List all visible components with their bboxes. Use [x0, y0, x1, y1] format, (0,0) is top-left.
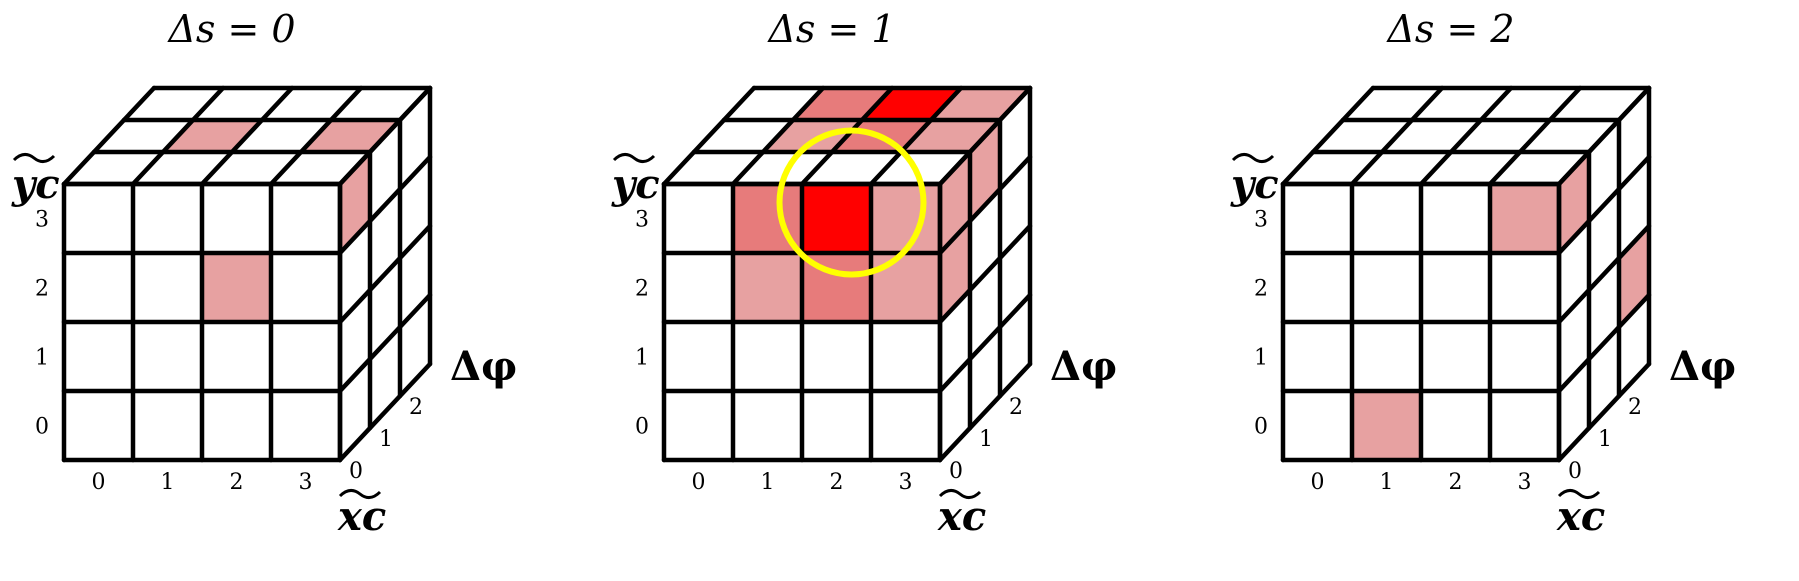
top-grid-line	[1280, 85, 1376, 187]
x-tick-label: 0	[1311, 470, 1325, 495]
phi-tick-label: 2	[409, 395, 423, 420]
x-axis-tilde	[338, 489, 382, 499]
x-tick-label: 0	[692, 470, 706, 495]
x-axis-tilde	[1557, 489, 1601, 499]
x-tick-label: 2	[1449, 470, 1463, 495]
top-grid-line	[268, 85, 364, 187]
x-tick-label: 3	[299, 470, 313, 495]
phi-axis-label: Δφ	[450, 343, 517, 390]
front-cell-highlight	[202, 253, 271, 322]
right-grid-line	[937, 85, 1033, 187]
y-axis-label: yc	[11, 161, 60, 208]
y-tick-label: 3	[1254, 208, 1268, 233]
x-tick-label: 3	[899, 470, 913, 495]
top-grid-line	[661, 85, 757, 187]
y-tick-label: 0	[35, 415, 49, 440]
phi-tick-label: 0	[349, 459, 363, 484]
front-cell-highlight	[802, 184, 871, 253]
y-tick-label: 3	[635, 208, 649, 233]
phi-tick-label: 1	[979, 427, 993, 452]
phi-tick-label: 0	[949, 459, 963, 484]
y-axis-label: yc	[611, 161, 660, 208]
right-grid-line	[1556, 154, 1652, 256]
y-tick-label: 0	[635, 415, 649, 440]
front-cell-highlight	[733, 253, 802, 322]
top-grid-line	[1487, 85, 1583, 187]
top-grid-line	[199, 85, 295, 187]
x-axis-label: xc	[1556, 493, 1605, 540]
top-grid-line	[730, 85, 826, 187]
highlight-circle	[776, 127, 927, 278]
right-grid-line	[937, 361, 1033, 463]
x-axis-tilde	[938, 489, 982, 499]
front-cell-highlight	[1490, 184, 1559, 253]
phi-tick-label: 2	[1009, 395, 1023, 420]
right-grid-line	[937, 154, 1033, 256]
phi-tick-label: 0	[1568, 459, 1582, 484]
y-tick-label: 1	[1254, 346, 1268, 371]
right-grid-line	[337, 85, 433, 187]
right-grid-line	[1556, 361, 1652, 463]
x-tick-label: 0	[92, 470, 106, 495]
top-grid-line	[799, 85, 895, 187]
y-tick-label: 2	[1254, 277, 1268, 302]
right-grid-line	[937, 223, 1033, 325]
y-axis-tilde	[612, 153, 656, 163]
front-cell-highlight	[871, 253, 940, 322]
y-tick-label: 3	[35, 208, 49, 233]
front-cell-highlight	[871, 184, 940, 253]
y-tick-label: 2	[635, 277, 649, 302]
y-axis-label: yc	[1230, 161, 1279, 208]
phi-tick-label: 1	[1598, 427, 1612, 452]
right-grid-line	[937, 292, 1033, 394]
right-grid-line	[337, 223, 433, 325]
y-tick-label: 0	[1254, 415, 1268, 440]
panel-title: Δs = 1	[766, 7, 895, 51]
right-grid-line	[1556, 223, 1652, 325]
x-tick-label: 3	[1518, 470, 1532, 495]
right-grid-line	[1556, 85, 1652, 187]
x-axis-label: xc	[937, 493, 986, 540]
right-grid-line	[1556, 292, 1652, 394]
x-tick-label: 1	[161, 470, 175, 495]
x-tick-label: 2	[830, 470, 844, 495]
phi-axis-label: Δφ	[1669, 343, 1736, 390]
x-tick-label: 1	[761, 470, 775, 495]
right-grid-line	[337, 292, 433, 394]
top-grid-line	[130, 85, 226, 187]
top-grid-line	[61, 85, 157, 187]
top-grid-line	[1418, 85, 1514, 187]
phi-axis-label: Δφ	[1050, 343, 1117, 390]
phi-tick-label: 2	[1628, 395, 1642, 420]
x-tick-label: 1	[1380, 470, 1394, 495]
front-cell-highlight	[1352, 391, 1421, 460]
top-grid-line	[868, 85, 964, 187]
top-grid-line	[1349, 85, 1445, 187]
x-tick-label: 2	[230, 470, 244, 495]
right-grid-line	[337, 361, 433, 463]
panel-title: Δs = 2	[1385, 7, 1514, 51]
x-axis-label: xc	[337, 493, 386, 540]
y-tick-label: 1	[635, 346, 649, 371]
y-tick-label: 1	[35, 346, 49, 371]
right-grid-line	[337, 154, 433, 256]
y-tick-label: 2	[35, 277, 49, 302]
phi-tick-label: 1	[379, 427, 393, 452]
y-axis-tilde	[12, 153, 56, 163]
y-axis-tilde	[1231, 153, 1275, 163]
panel-title: Δs = 0	[166, 7, 295, 51]
